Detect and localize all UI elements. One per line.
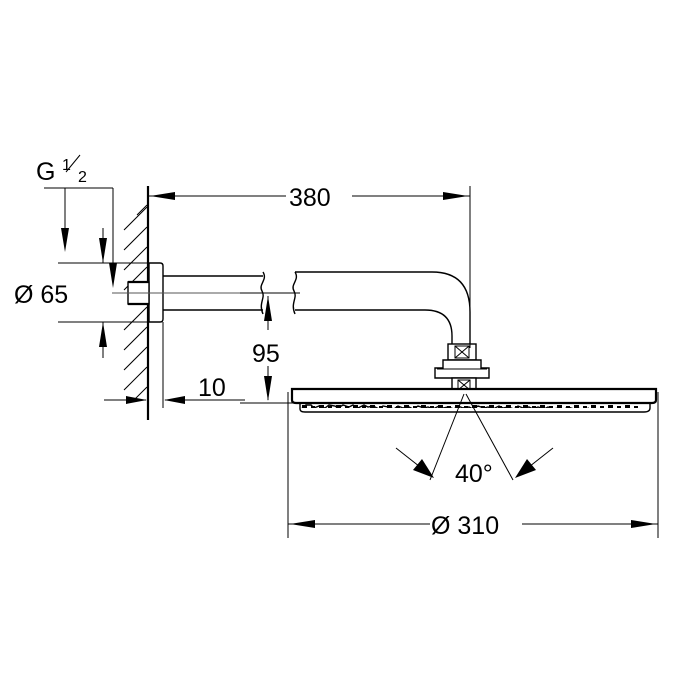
dimension-wall-offset: 10 [104, 322, 245, 408]
ball-joint-connector [434, 343, 490, 393]
dimension-arm-length: 380 [147, 184, 471, 212]
d380-arrow-left [150, 192, 175, 200]
g-half-arrow-left [61, 228, 69, 252]
dimension-escutcheon-diameter: Ø 65 [14, 228, 148, 358]
break-line-right [292, 271, 298, 315]
d65-arrow-lower [99, 322, 107, 347]
d10-label: 10 [198, 374, 226, 402]
head-body [290, 387, 658, 405]
d95-label: 95 [252, 340, 280, 368]
spray-cone-left-line [429, 393, 465, 481]
shower-head [290, 387, 658, 413]
spray-plate-outline [299, 403, 651, 413]
dimension-thread-g-half: G 1 2 [36, 154, 117, 288]
d10-arrow-left [126, 396, 147, 404]
dimension-drop-height: 95 [240, 292, 300, 404]
dimension-spray-angle: 40° [395, 393, 554, 488]
d380-label: 380 [289, 184, 331, 212]
spray-cone-right-line [465, 393, 514, 481]
d95-arrow-upper [264, 296, 272, 321]
dimension-head-diameter: Ø 310 [287, 392, 659, 540]
g-half-numerator: 1 [62, 157, 71, 174]
angle-label: 40° [455, 460, 493, 488]
d65-label: Ø 65 [14, 281, 68, 309]
g-half-arrow-right [109, 263, 117, 288]
d310-arrow-right [631, 520, 656, 528]
angle-arrow-left-head [413, 459, 434, 478]
g-half-denominator: 2 [78, 169, 87, 186]
d10-arrow-right [164, 396, 185, 404]
d95-arrow-lower [264, 376, 272, 401]
g-half-label-letter: G [36, 158, 55, 186]
nozzle-texture [301, 404, 638, 408]
g-half-fraction-bar [65, 154, 81, 173]
upper-nut-core [454, 345, 470, 359]
d310-arrow-left [290, 520, 315, 528]
d380-arrow-right [443, 192, 468, 200]
angle-arrow-right-head [515, 459, 536, 478]
break-line-left [260, 271, 266, 315]
d65-arrow-upper [99, 238, 107, 263]
d310-label: Ø 310 [431, 512, 499, 540]
arm-bottom-edge-right [295, 309, 453, 348]
upper-nut-hatch-b [454, 345, 470, 359]
